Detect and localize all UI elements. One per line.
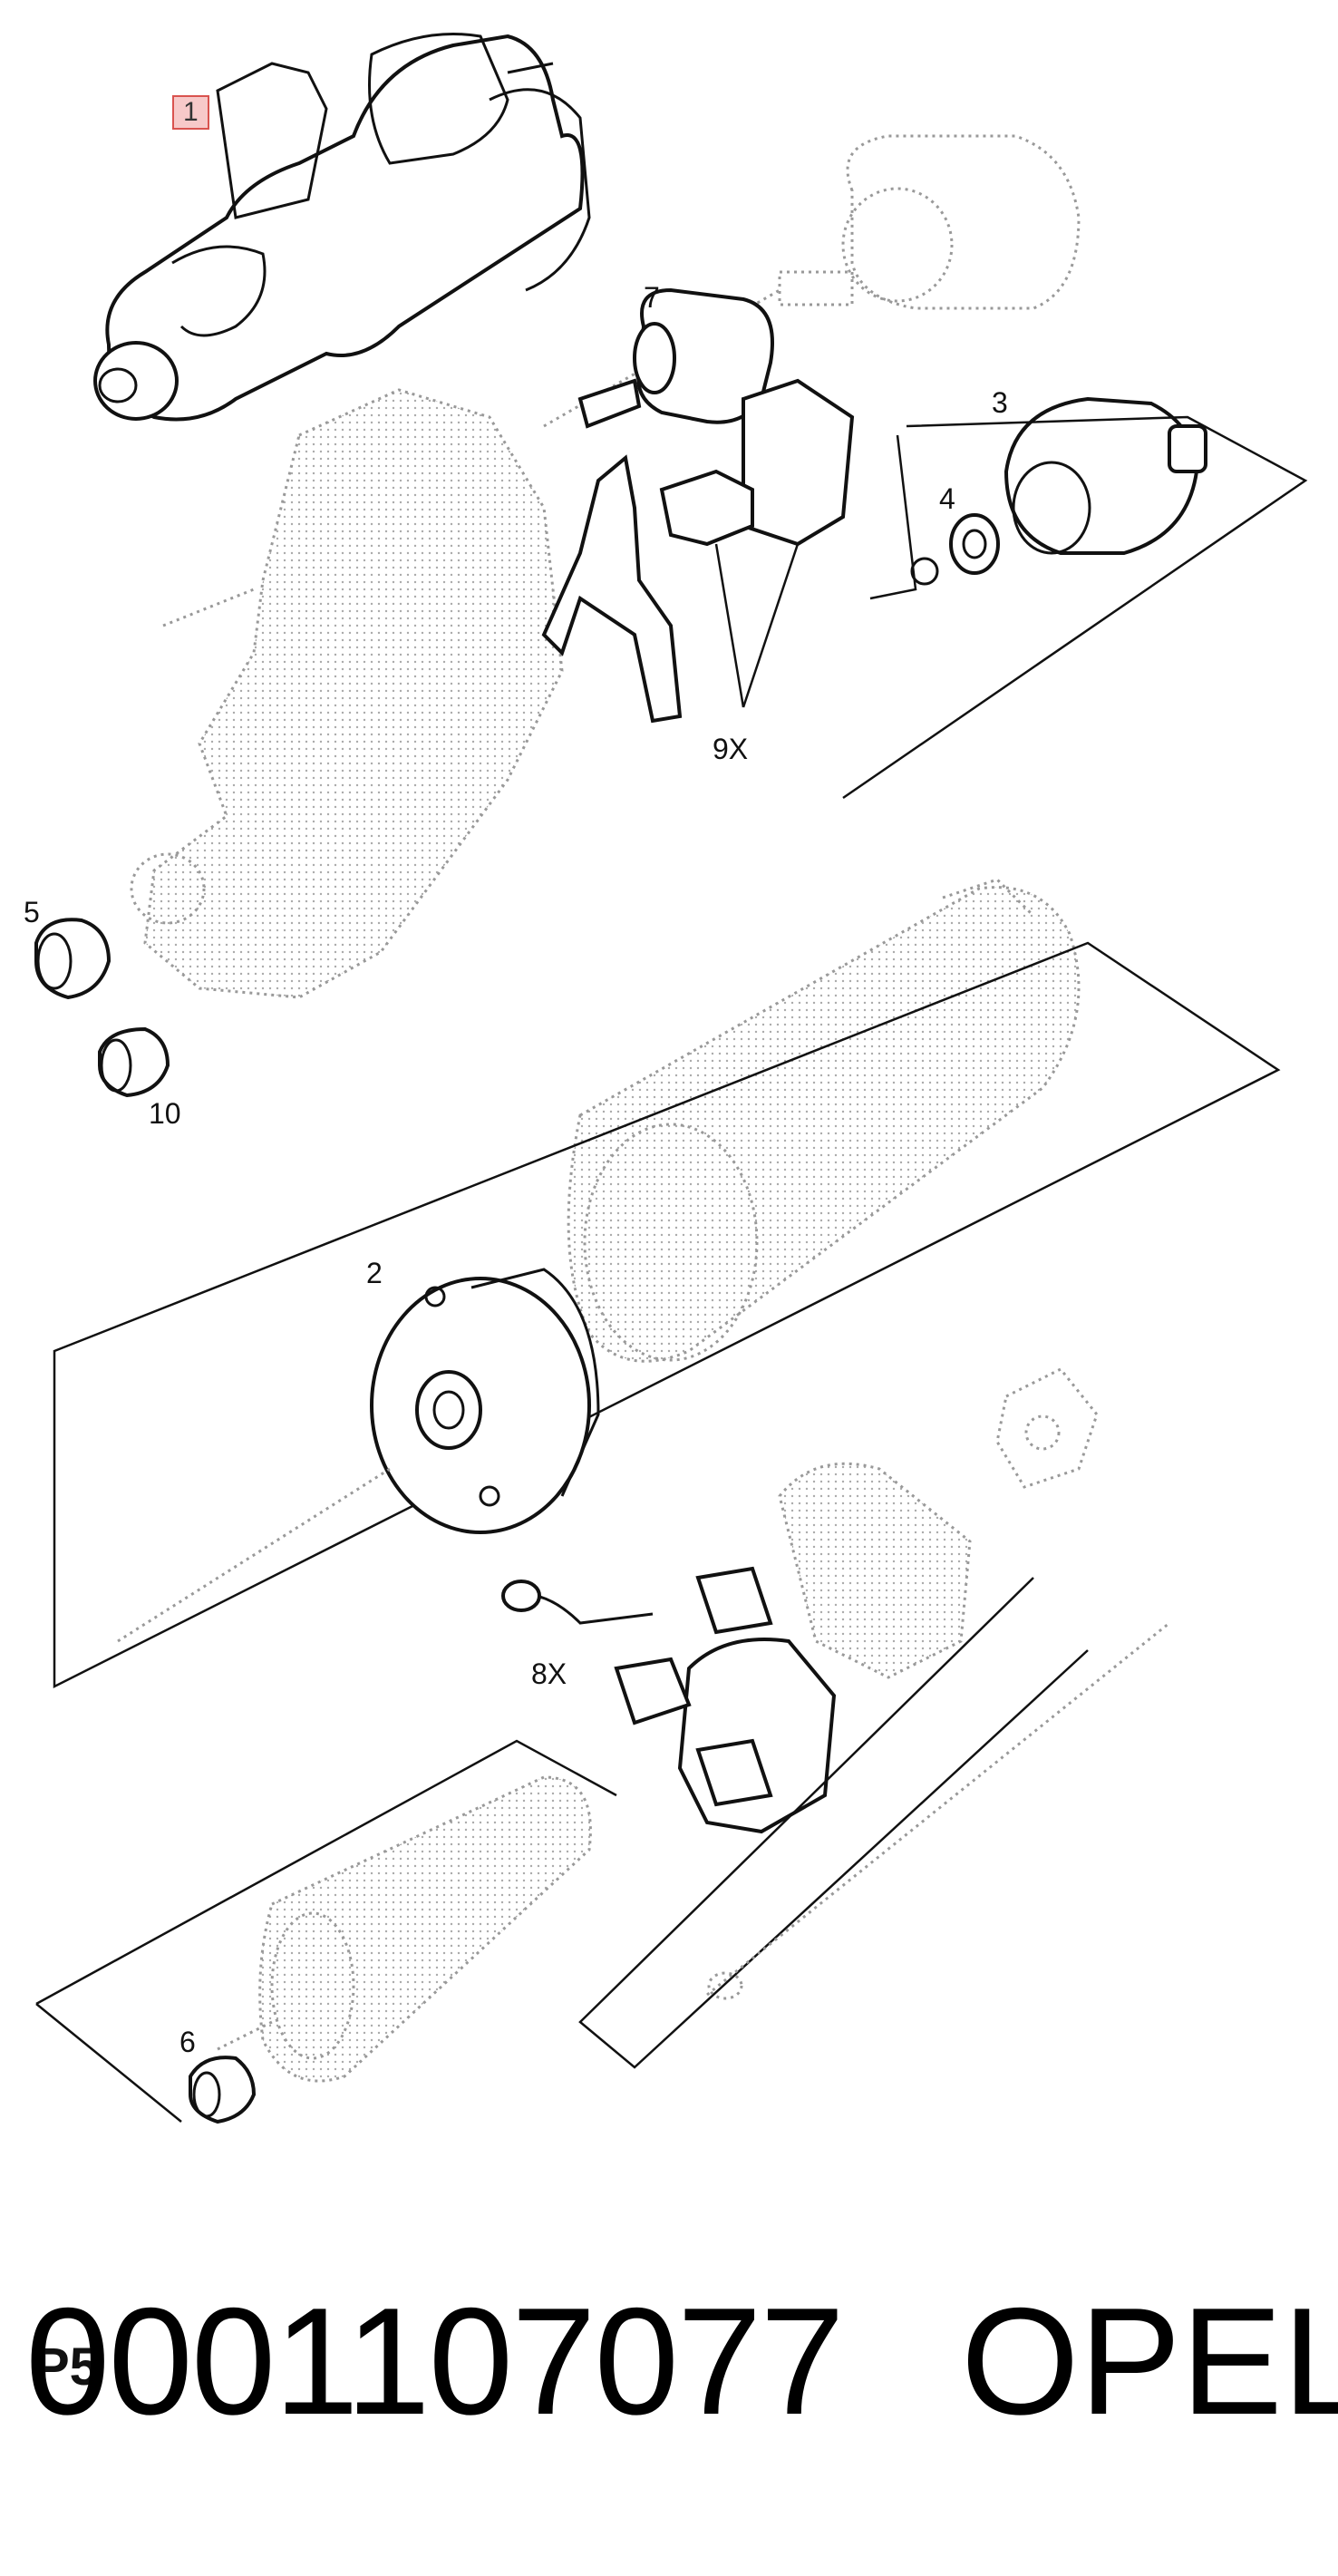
- starter-motor-assembly[interactable]: [93, 33, 591, 422]
- solenoid-plunger[interactable]: [577, 287, 774, 429]
- callout-6[interactable]: 6: [179, 2026, 196, 2058]
- bushing-10[interactable]: [98, 1026, 170, 1098]
- callout-2[interactable]: 2: [366, 1257, 383, 1289]
- callout-8x[interactable]: 8X: [531, 1657, 567, 1690]
- ghost-stator-housing: [567, 878, 1081, 1363]
- callout-4[interactable]: 4: [939, 482, 955, 515]
- brand-name: OPEL: [961, 2276, 1338, 2446]
- engagement-lever-kit[interactable]: [541, 378, 939, 724]
- brush-group-frame: [578, 1577, 1089, 2069]
- callout-3[interactable]: 3: [992, 386, 1008, 419]
- callout-9x[interactable]: 9X: [713, 733, 749, 765]
- brush-holder-assembly[interactable]: [501, 1566, 837, 1834]
- ghost-armature: [217, 1621, 1170, 2083]
- bearing-6[interactable]: [189, 2056, 257, 2124]
- callout-1[interactable]: 1: [172, 95, 209, 130]
- callout-5[interactable]: 5: [24, 896, 40, 928]
- retainer-ring[interactable]: [949, 513, 1000, 575]
- ghost-shaft-1: [117, 1467, 391, 1643]
- page-code: P5: [34, 2338, 99, 2396]
- drive-group-frame: [842, 415, 1308, 800]
- callout-10[interactable]: 10: [149, 1097, 181, 1130]
- housing-group-frame: [53, 941, 1281, 1689]
- part-number: 0001107077: [25, 2276, 845, 2446]
- armature-group-frame: [35, 1739, 617, 2123]
- pinion-drive[interactable]: [1004, 396, 1207, 555]
- commutator-end-cover[interactable]: [370, 1268, 600, 1534]
- ghost-solenoid-and-body: [130, 134, 1081, 999]
- ghost-bracket: [778, 1367, 1099, 1679]
- callout-7[interactable]: 7: [644, 281, 660, 314]
- bushing-5[interactable]: [34, 918, 112, 1000]
